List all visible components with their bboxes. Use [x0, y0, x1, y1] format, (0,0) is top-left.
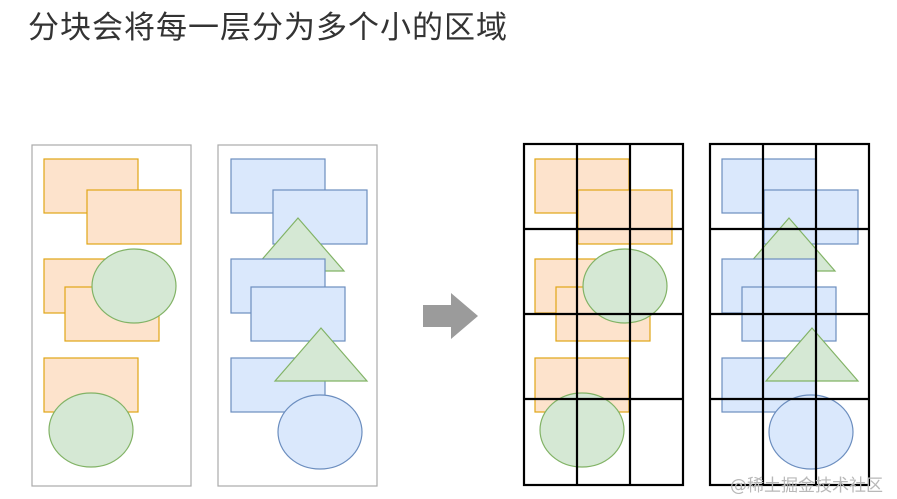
tile-grid-orange: [522, 142, 685, 487]
page-title: 分块会将每一层分为多个小的区域: [28, 10, 508, 46]
arrow-right-icon: [423, 293, 478, 339]
watermark: @稀土掘金技术社区: [730, 476, 883, 496]
tile-grid-blue: [708, 142, 871, 487]
